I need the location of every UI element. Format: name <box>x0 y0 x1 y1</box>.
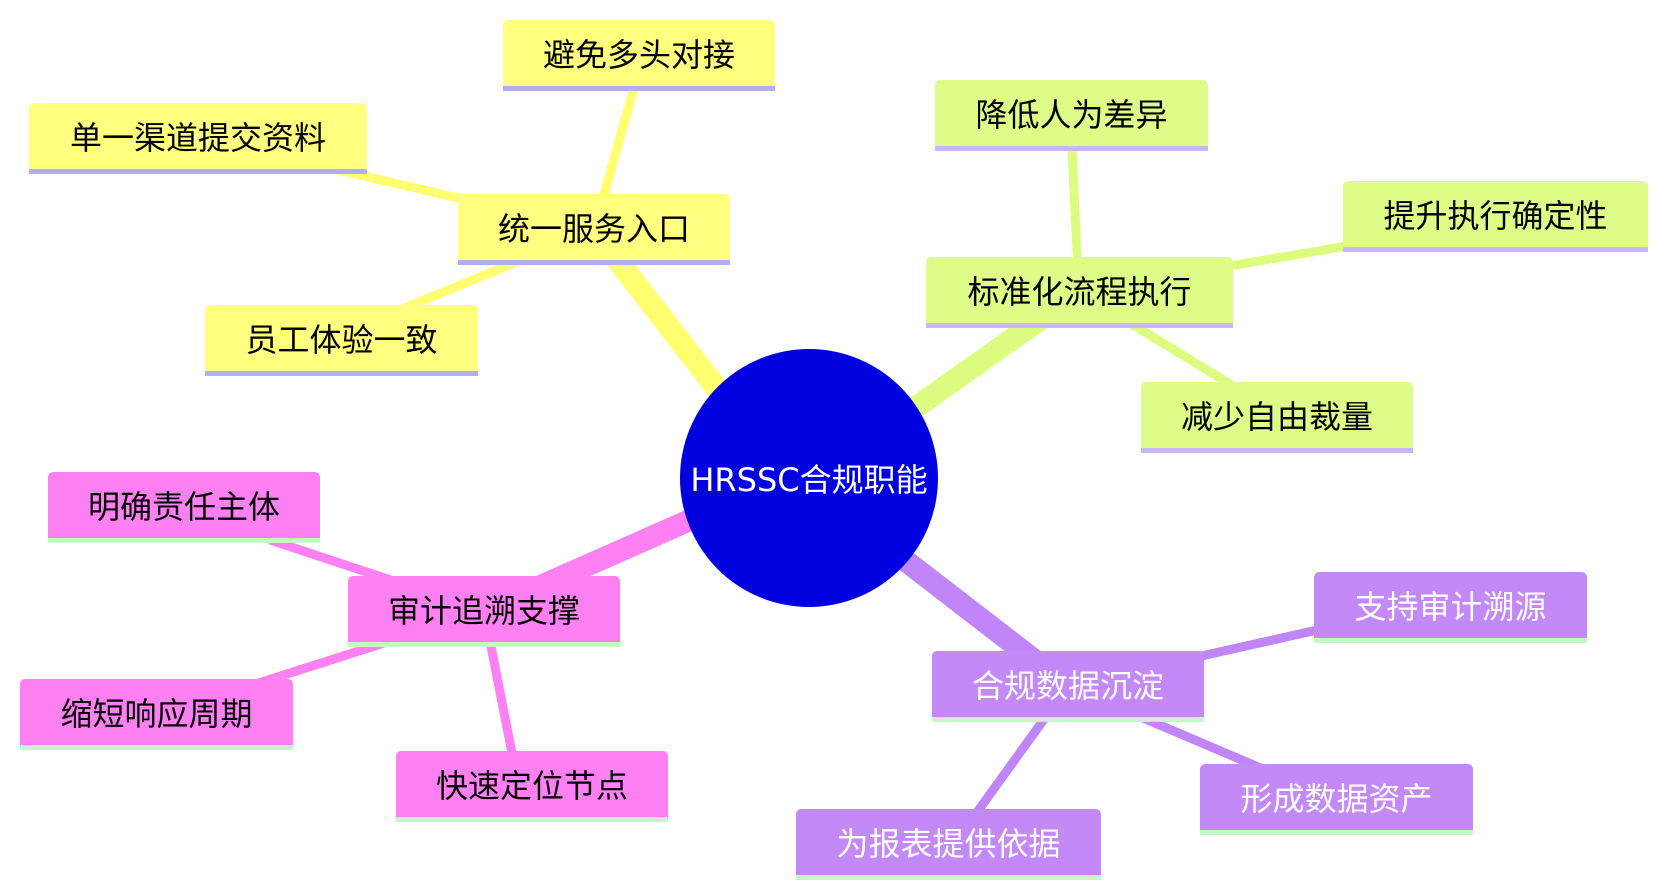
branch-node-compliance-data[interactable]: 合规数据沉淀 <box>932 651 1204 722</box>
leaf-node[interactable]: 快速定位节点 <box>396 751 668 822</box>
leaf-label: 缩短响应周期 <box>60 695 253 733</box>
leaf-label: 员工体验一致 <box>245 321 438 359</box>
leaf-node[interactable]: 提升执行确定性 <box>1343 181 1648 252</box>
leaf-label: 形成数据资产 <box>1240 780 1433 818</box>
center-node-label: HRSSC合规职能 <box>690 461 928 499</box>
leaf-label: 降低人为差异 <box>975 96 1168 134</box>
leaf-node[interactable]: 避免多头对接 <box>503 20 775 91</box>
branch-label: 统一服务入口 <box>497 210 690 248</box>
leaf-node[interactable]: 减少自由裁量 <box>1141 382 1413 453</box>
branch-node-audit-trace[interactable]: 审计追溯支撑 <box>348 576 620 647</box>
branch-node-unified-entry[interactable]: 统一服务入口 <box>458 194 730 265</box>
branch-label: 标准化流程执行 <box>967 273 1192 311</box>
leaf-label: 单一渠道提交资料 <box>69 119 326 157</box>
branch-label: 审计追溯支撑 <box>387 592 580 630</box>
leaf-node[interactable]: 缩短响应周期 <box>20 679 293 750</box>
leaf-label: 支持审计溯源 <box>1354 588 1547 626</box>
leaf-label: 减少自由裁量 <box>1180 398 1373 436</box>
leaf-label: 避免多头对接 <box>542 36 735 74</box>
leaf-node[interactable]: 明确责任主体 <box>48 472 320 543</box>
leaf-label: 提升执行确定性 <box>1383 197 1608 235</box>
leaf-label: 明确责任主体 <box>87 488 280 526</box>
leaf-node[interactable]: 形成数据资产 <box>1200 764 1473 835</box>
leaf-label: 为报表提供依据 <box>836 825 1061 863</box>
leaf-node[interactable]: 支持审计溯源 <box>1314 572 1587 643</box>
branch-node-standardized-process[interactable]: 标准化流程执行 <box>926 257 1233 328</box>
center-node[interactable]: HRSSC合规职能 <box>680 349 938 607</box>
branch-label: 合规数据沉淀 <box>971 667 1164 705</box>
leaf-label: 快速定位节点 <box>435 767 628 805</box>
leaf-node[interactable]: 降低人为差异 <box>935 80 1208 151</box>
leaf-node[interactable]: 单一渠道提交资料 <box>29 103 367 174</box>
leaf-node[interactable]: 为报表提供依据 <box>796 809 1101 880</box>
leaf-node[interactable]: 员工体验一致 <box>205 305 478 376</box>
